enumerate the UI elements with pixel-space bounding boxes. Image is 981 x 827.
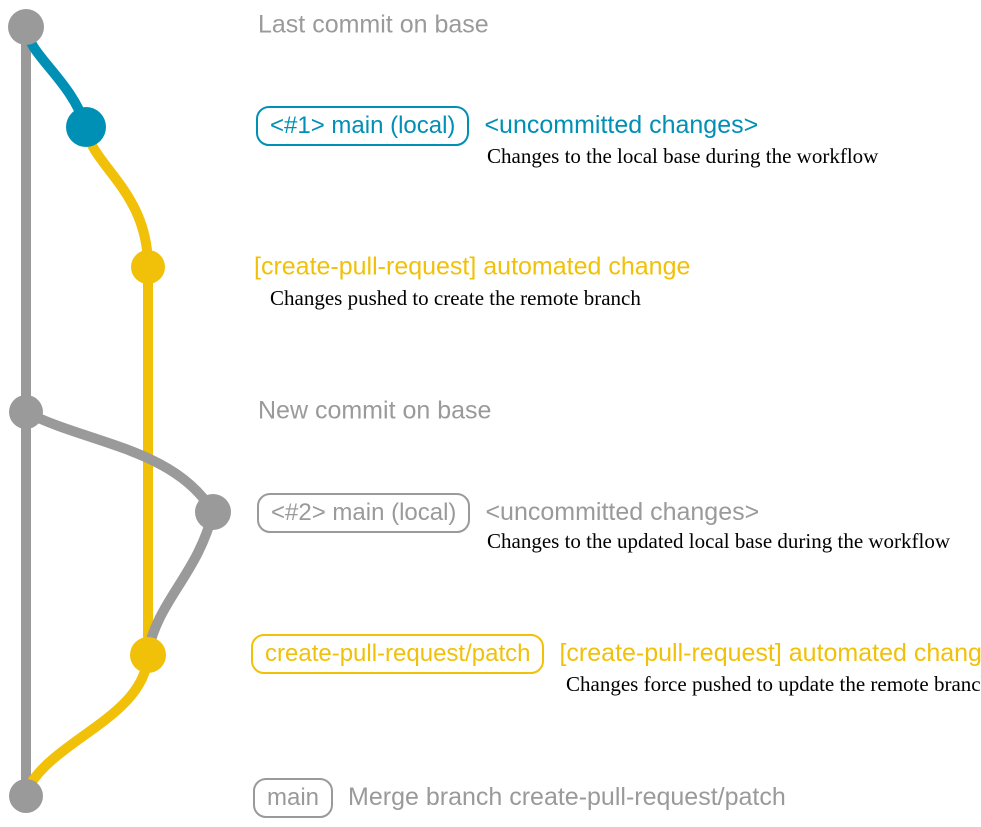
branch-label-box: main xyxy=(253,778,334,818)
commit-dot-new-base xyxy=(9,395,43,429)
commit-label-main-local-1: <#1> main (local) <uncommitted changes> xyxy=(256,106,758,146)
commit-message: New commit on base xyxy=(258,396,492,425)
commit-label-patch-2: create-pull-request/patch [create-pull-r… xyxy=(251,634,981,674)
commit-dot-patch-1 xyxy=(131,250,165,284)
commit-dot-main-local-2 xyxy=(195,494,231,530)
branch-label-box: <#1> main (local) xyxy=(256,106,470,146)
commit-message: [create-pull-request] automated change xyxy=(559,639,981,668)
branch-label-box: create-pull-request/patch xyxy=(251,634,545,674)
main-local-2-branch-curve xyxy=(21,407,218,517)
commit-message: <uncommitted changes> xyxy=(485,498,760,527)
main-local-2-merge-curve xyxy=(143,507,218,657)
commit-caption: Changes pushed to create the remote bran… xyxy=(270,286,641,310)
patch-merge-curve xyxy=(21,650,153,797)
commit-caption: Changes to the updated local base during… xyxy=(487,529,951,553)
commit-message: Merge branch create-pull-request/patch xyxy=(348,783,786,812)
commit-dot-patch-2 xyxy=(130,637,166,673)
commit-message: [create-pull-request] automated change xyxy=(254,252,691,281)
commit-label-last-base: Last commit on base xyxy=(258,11,489,39)
commit-dot-last-base xyxy=(8,9,44,45)
commit-caption: Changes to the local base during the wor… xyxy=(487,144,879,168)
branch-label-box: <#2> main (local) xyxy=(257,493,471,533)
commit-dot-main-local-1 xyxy=(66,107,106,147)
commit-label-merge: main Merge branch create-pull-request/pa… xyxy=(253,778,786,818)
commit-label-patch-1: [create-pull-request] automated change xyxy=(254,253,690,281)
commit-message: Last commit on base xyxy=(258,10,489,39)
commit-dot-merge xyxy=(9,779,43,813)
commit-label-main-local-2: <#2> main (local) <uncommitted changes> xyxy=(257,493,759,533)
commit-label-new-base: New commit on base xyxy=(258,397,491,425)
commit-caption: Changes force pushed to update the remot… xyxy=(566,672,981,696)
patch-branch-curve-top xyxy=(81,122,153,272)
commit-message: <uncommitted changes> xyxy=(484,111,759,140)
